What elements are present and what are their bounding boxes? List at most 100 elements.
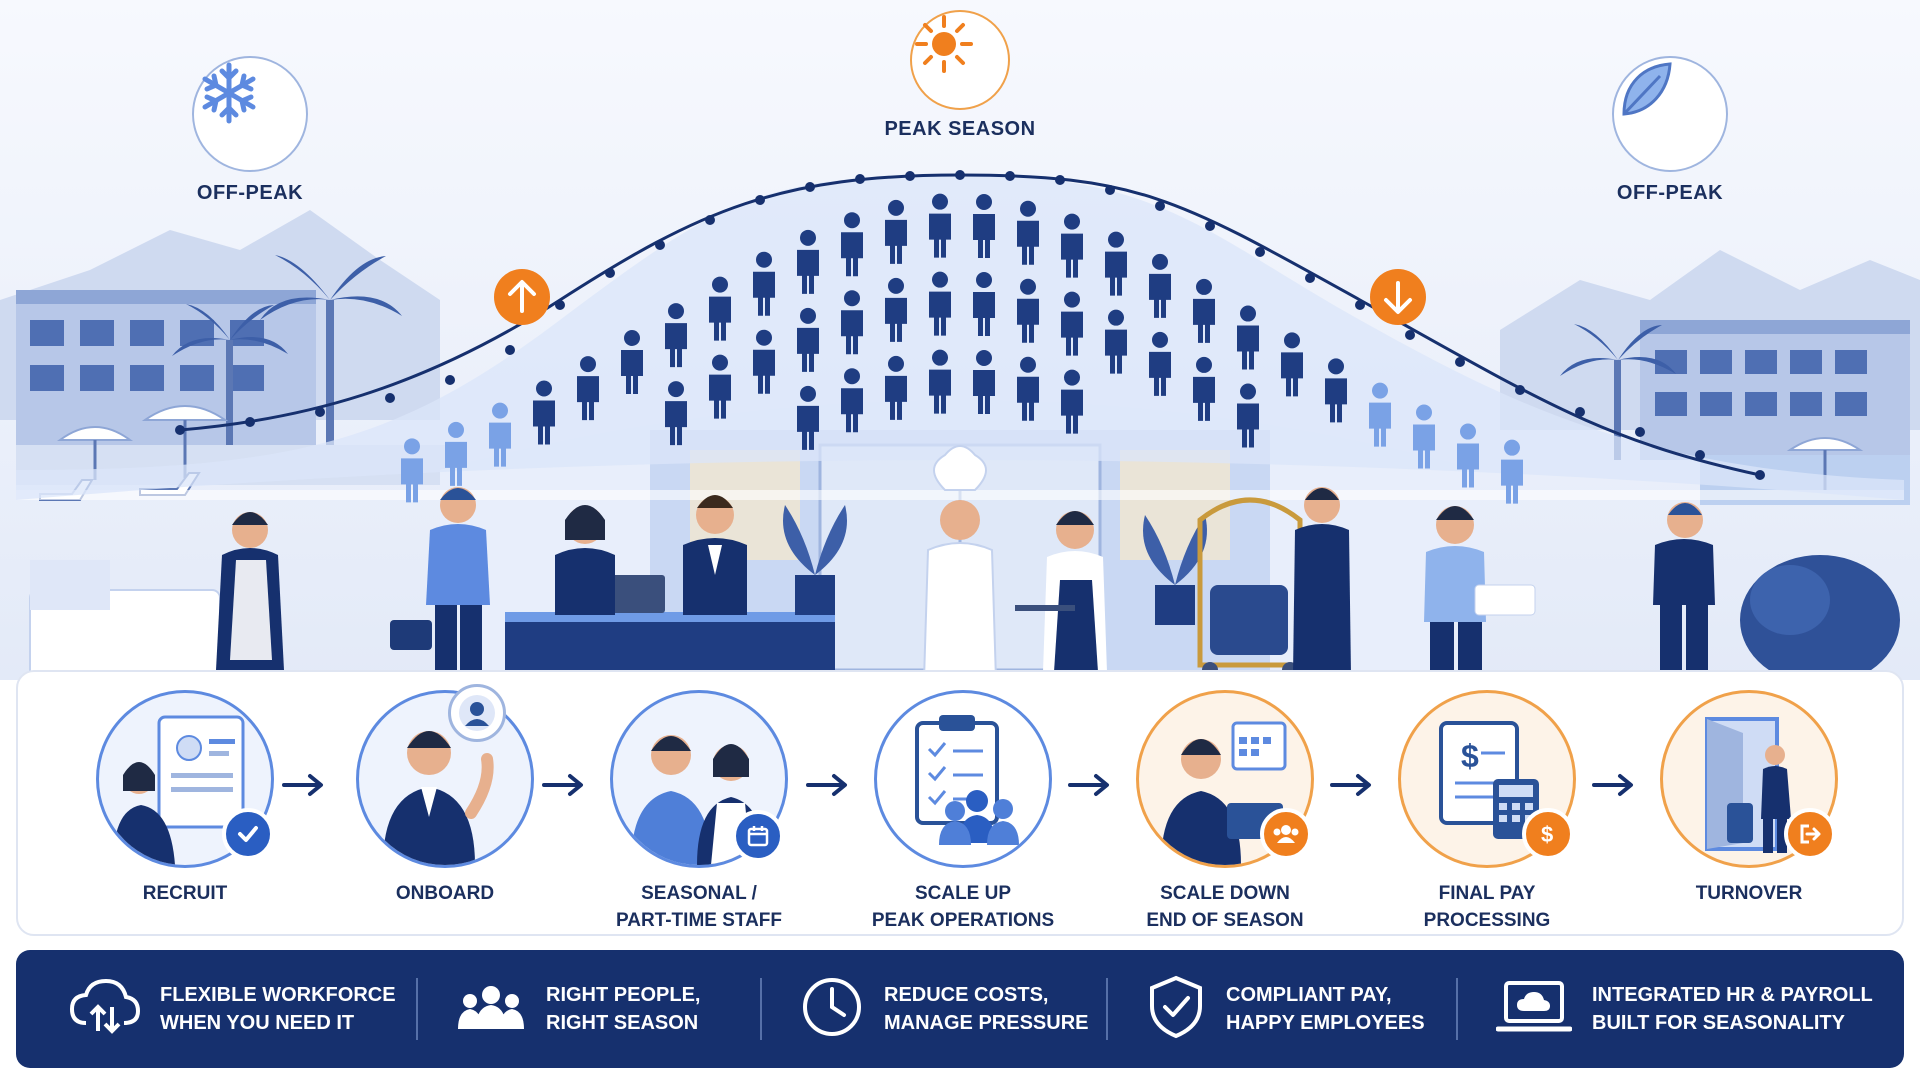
staff-figure-icon (665, 303, 687, 368)
staff-figure-icon (1105, 231, 1127, 296)
benefit-line1: INTEGRATED HR & PAYROLL (1592, 984, 1873, 1006)
shield-check-icon (1146, 974, 1206, 1045)
user-avatar-icon (448, 684, 506, 742)
benefit-line1: COMPLIANT PAY, (1226, 984, 1392, 1006)
staff-figure-icon (1237, 305, 1259, 370)
step-label-seasonal-staff: SEASONAL / PART-TIME STAFF (584, 880, 814, 934)
scene-illustration (0, 170, 1920, 680)
staff-figure-icon (445, 421, 467, 486)
divider (760, 978, 762, 1040)
turnover-illustration (1660, 690, 1838, 868)
hotel-building-right (1640, 320, 1910, 460)
staff-figure-icon (973, 271, 995, 336)
step-label-line1: SCALE DOWN (1160, 883, 1290, 904)
staff-figure-icon (973, 193, 995, 258)
benefit-line1: RIGHT PEOPLE, (546, 984, 701, 1006)
staff-figure-icon (753, 251, 775, 316)
step-label-line1: FINAL PAY (1438, 883, 1536, 904)
leaf-icon (1612, 56, 1728, 172)
staff-figure-icon (841, 368, 863, 433)
staff-figure-icon (885, 199, 907, 264)
clock-icon (800, 975, 864, 1044)
staff-figure-icon (1061, 213, 1083, 278)
hotel-building-left (16, 290, 316, 450)
staff-figure-icon (1061, 291, 1083, 356)
payroll-document-illustration: $ (1398, 690, 1576, 868)
umbrella-icon (1786, 437, 1864, 490)
svg-text:$: $ (1541, 822, 1553, 847)
arrow-up-icon (494, 269, 550, 325)
arrow-right-icon (1066, 772, 1114, 798)
umbrella-icon (56, 405, 229, 480)
benefit-line1: FLEXIBLE WORKFORCE (160, 984, 396, 1006)
workforce-process-panel: RECRUIT ONBOARD (16, 670, 1904, 936)
chef-figure (922, 445, 998, 680)
arrow-right-icon (804, 772, 852, 798)
staff-figure-icon (1017, 356, 1039, 421)
benefit-reduce-costs: REDUCE COSTS, MANAGE PRESSURE (800, 950, 1088, 1068)
benefit-line2: BUILT FOR SEASONALITY (1592, 1012, 1845, 1034)
divider (1456, 978, 1458, 1040)
staff-figure-icon (489, 402, 511, 467)
step-label-turnover: TURNOVER (1634, 880, 1864, 907)
staff-figure-icon (929, 349, 951, 414)
staff-figure-icon (973, 349, 995, 414)
step-label-recruit: RECRUIT (70, 880, 300, 907)
dollar-icon: $ (1522, 808, 1574, 860)
staff-figure-icon (709, 276, 731, 341)
step-label-final-pay: FINAL PAY PROCESSING (1372, 880, 1602, 934)
peak-season-label: PEAK SEASON (884, 118, 1036, 140)
svg-text:$: $ (1461, 738, 1479, 774)
exit-icon (1784, 808, 1836, 860)
receptionist-figures (555, 495, 747, 615)
step-label-line2: PART-TIME STAFF (615, 910, 783, 931)
step-seasonal-staff: SEASONAL / PART-TIME STAFF (584, 672, 814, 938)
staff-figure-icon (885, 355, 907, 420)
step-recruit: RECRUIT (70, 672, 300, 938)
palm-tree-icon (1560, 324, 1676, 460)
staff-figure-icon (1193, 278, 1215, 343)
staff-figure-icon (1105, 309, 1127, 374)
arrow-down-icon (1370, 269, 1426, 325)
benefit-line2: MANAGE PRESSURE (884, 1012, 1089, 1034)
step-label-onboard: ONBOARD (330, 880, 560, 907)
arrow-right-icon (540, 772, 588, 798)
staff-figure-icon (1413, 404, 1435, 469)
staff-figure-icon (401, 438, 423, 503)
arrow-right-icon (1590, 772, 1638, 798)
step-label-scale-down: SCALE DOWN END OF SEASON (1110, 880, 1340, 934)
staff-figure-icon (885, 277, 907, 342)
staff-figure-icon (929, 193, 951, 258)
seasonal-staff-illustration (610, 690, 788, 868)
step-label-line1: ONBOARD (395, 883, 495, 904)
staff-figure-icon (1017, 200, 1039, 265)
waiter-figure (1015, 511, 1107, 672)
staff-figure-icon (841, 212, 863, 277)
step-label-line1: RECRUIT (142, 883, 228, 904)
staff-figure-icon (1325, 358, 1347, 423)
staff-figure-icon (1237, 383, 1259, 448)
onboard-illustration (356, 690, 534, 868)
group-icon (456, 979, 526, 1040)
staff-figure-icon (709, 354, 731, 419)
benefits-bar: FLEXIBLE WORKFORCE WHEN YOU NEED IT RIGH… (16, 950, 1904, 1068)
staff-figure-icon (1281, 332, 1303, 397)
team-icon (1260, 808, 1312, 860)
benefit-integrated-hr: INTEGRATED HR & PAYROLL BUILT FOR SEASON… (1495, 950, 1873, 1068)
staff-figure-icon (577, 356, 599, 421)
housekeeper-figure (29, 512, 284, 680)
clipboard-icon (874, 690, 1052, 868)
benefit-compliant-pay: COMPLIANT PAY, HAPPY EMPLOYEES (1146, 950, 1425, 1068)
staff-figure-icon (621, 329, 643, 394)
staffing-curve-area (16, 175, 1904, 500)
staff-figures (401, 193, 1523, 504)
palm-tree-icon (172, 255, 402, 450)
staff-figure-icon (1149, 253, 1171, 318)
step-label-line1: SEASONAL / (641, 883, 757, 904)
curve-markers (175, 170, 1765, 480)
checkmark-icon (222, 808, 274, 860)
step-label-line2: PROCESSING (1423, 910, 1551, 931)
benefit-line2: RIGHT SEASON (546, 1012, 699, 1034)
laptop-cloud-icon (1495, 977, 1573, 1042)
staff-figure-icon (665, 381, 687, 446)
